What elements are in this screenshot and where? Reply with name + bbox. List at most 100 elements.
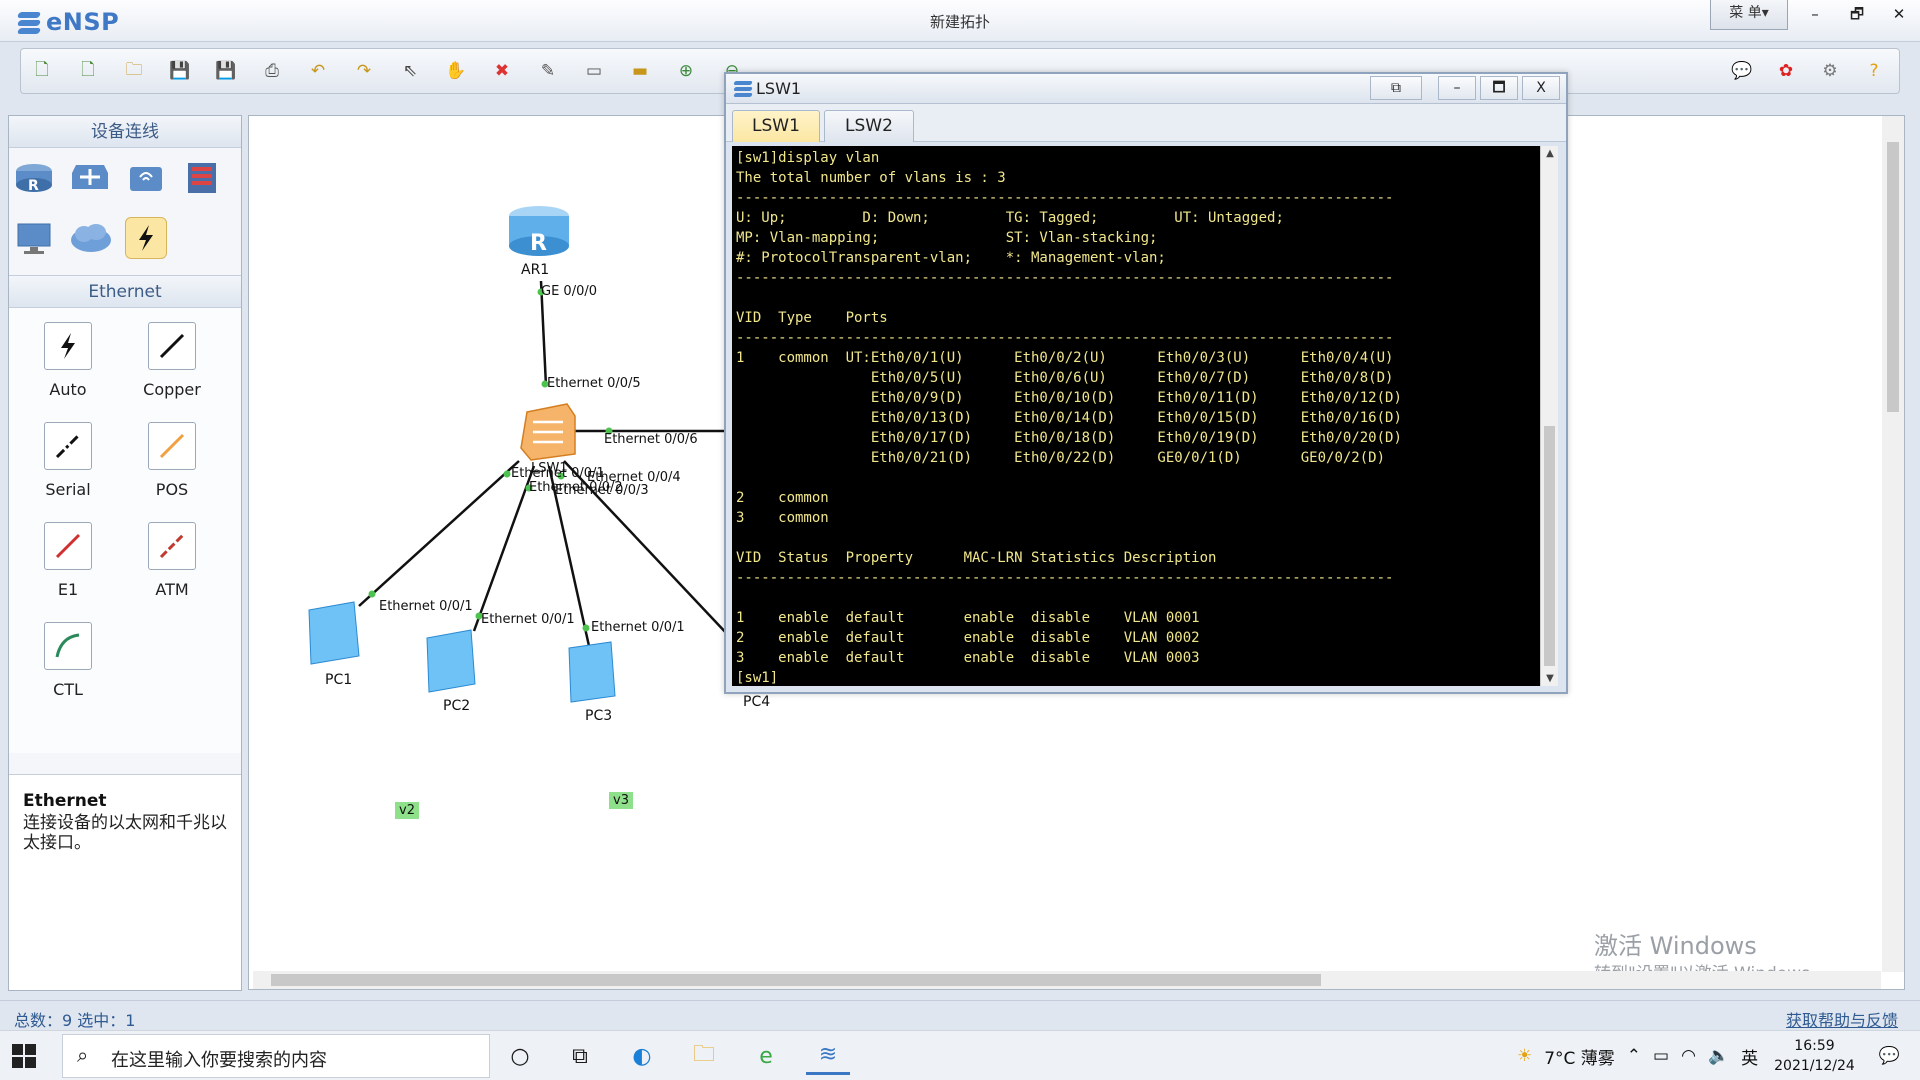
console-restore-layout-button[interactable]: ⧉ [1370, 76, 1422, 100]
console-minimize-button[interactable]: – [1438, 76, 1476, 100]
canvas-horizontal-scrollbar[interactable] [253, 971, 1881, 989]
device-panel: 设备连线 R Ethernet [8, 115, 242, 991]
chevron-up-icon[interactable]: ⌃ [1626, 1046, 1642, 1066]
switch-category-icon[interactable] [69, 156, 111, 198]
info-title: Ethernet [23, 791, 107, 811]
ethernet-header: Ethernet [9, 276, 241, 308]
settings-gear-icon[interactable]: ⚙ [1822, 61, 1838, 81]
cable-atm[interactable]: ATM [127, 522, 217, 599]
undo-icon[interactable]: ↶ [310, 61, 326, 81]
cable-pos[interactable]: POS [127, 422, 217, 499]
pc3-label: PC3 [585, 708, 613, 724]
edge-browser-icon[interactable]: ◐ [632, 1043, 652, 1069]
help-feedback-link[interactable]: 获取帮助与反馈 [1785, 1011, 1898, 1030]
delete-links-icon[interactable]: ✎ [540, 61, 556, 81]
clock[interactable]: 16:59 2021/12/24 [1774, 1036, 1855, 1076]
cable-e1[interactable]: E1 [23, 522, 113, 599]
notification-icon[interactable]: 💬 [1878, 1046, 1900, 1066]
scroll-up-icon[interactable]: ▲ [1546, 148, 1554, 159]
wifi-icon[interactable]: ◠ [1681, 1046, 1696, 1066]
text-note-icon[interactable]: ▭ [585, 61, 603, 81]
pos-cable-icon [148, 422, 196, 470]
console-line: U: Up; D: Down; TG: Tagged; UT: Untagged… [736, 210, 1284, 226]
firewall-category-icon[interactable] [181, 156, 223, 198]
vlan-tag-v3[interactable]: v3 [609, 792, 633, 809]
new-file-icon[interactable]: 🗋 [81, 59, 95, 80]
pc-category-icon[interactable] [13, 217, 55, 259]
print-icon[interactable]: ⎙ [265, 61, 279, 81]
new-topology-icon[interactable]: 🗋 [35, 59, 49, 80]
ime-indicator[interactable]: 英 [1741, 1048, 1759, 1069]
cable-serial[interactable]: Serial [23, 422, 113, 499]
console-line: 3 common [736, 510, 829, 526]
file-explorer-icon[interactable]: 🗀 [692, 1042, 715, 1067]
weather-icon: ☀ [1516, 1046, 1533, 1066]
rectangle-icon[interactable]: ▬ [631, 61, 649, 81]
vlan-tag-v2[interactable]: v2 [395, 802, 419, 819]
console-controls: ⧉ – 🗖 X [1370, 76, 1560, 100]
activation-watermark-title: 激活 Windows [1594, 932, 1757, 960]
select-pointer-icon[interactable]: ⇖ [402, 61, 418, 81]
huawei-icon[interactable]: ✿ [1778, 61, 1794, 81]
console-line: ----------------------------------------… [736, 570, 1394, 586]
cable-ctl[interactable]: CTL [23, 622, 113, 699]
chat-icon[interactable]: 💬 [1731, 61, 1753, 81]
save-as-icon[interactable]: 💾 [215, 61, 237, 81]
save-icon[interactable]: 💾 [169, 61, 191, 81]
console-line: Eth0/0/13(D) Eth0/0/14(D) Eth0/0/15(D) E… [736, 410, 1402, 426]
help-icon[interactable]: ? [1869, 61, 1879, 81]
sw-e6-port-label: Ethernet 0/0/6 [604, 432, 698, 447]
redo-icon[interactable]: ↷ [356, 61, 372, 81]
console-titlebar[interactable]: LSW1 ⧉ – 🗖 X [726, 74, 1566, 104]
ensp-taskbar-icon[interactable]: ≋ [806, 1037, 850, 1075]
canvas-vertical-scrollbar[interactable] [1882, 116, 1904, 972]
cortana-icon[interactable]: ○ [510, 1043, 530, 1069]
zoom-in-icon[interactable]: ⊕ [678, 61, 694, 81]
console-close-button[interactable]: X [1522, 76, 1560, 100]
cloud-category-icon[interactable] [69, 217, 111, 259]
tab-lsw1[interactable]: LSW1 [732, 110, 820, 142]
volume-icon[interactable]: 🔈 [1707, 1046, 1730, 1066]
taskbar-search[interactable]: ⌕ 在这里输入你要搜索的内容 [62, 1034, 490, 1078]
menu-button[interactable]: 菜 单▾ [1710, 0, 1788, 30]
restore-button[interactable]: 🗗 [1849, 5, 1865, 23]
tab-lsw2[interactable]: LSW2 [824, 110, 914, 142]
cable-list: Auto Copper Serial POS E1 ATM [9, 308, 241, 753]
close-button[interactable]: ✕ [1892, 5, 1906, 23]
delete-icon[interactable]: ✖ [494, 61, 510, 81]
svg-text:R: R [28, 178, 39, 194]
cable-category-icon[interactable] [125, 216, 167, 259]
console-scrollbar[interactable]: ▲ ▼ [1540, 146, 1558, 686]
pc-icons [308, 601, 616, 703]
minimize-button[interactable]: – [1811, 5, 1819, 23]
search-placeholder: 在这里输入你要搜索的内容 [111, 1050, 327, 1071]
main-toolbar: 🗋 🗋 🗀 💾 💾 ⎙ ↶ ↷ ⇖ ✋ ✖ ✎ ▭ ▬ ⊕ ⊖ 💬 ✿ ⚙ ? [20, 48, 1900, 94]
ie-browser-icon[interactable]: e [759, 1043, 773, 1069]
weather-text[interactable]: 7°C 薄雾 [1544, 1048, 1615, 1069]
console-line: MP: Vlan-mapping; ST: Vlan-stacking; [736, 230, 1158, 246]
console-line: 1 enable default enable disable VLAN 000… [736, 610, 1200, 626]
pc4-label: PC4 [743, 694, 771, 710]
router-category-icon[interactable]: R [13, 156, 55, 198]
cable-label: CTL [53, 680, 83, 699]
battery-icon[interactable]: ▭ [1653, 1046, 1670, 1066]
console-line: 3 enable default enable disable VLAN 000… [736, 650, 1200, 666]
console-maximize-button[interactable]: 🗖 [1480, 76, 1518, 100]
wireless-category-icon[interactable] [125, 156, 167, 198]
console-tabs: LSW1 LSW2 [726, 104, 1566, 142]
copper-cable-icon [148, 322, 196, 370]
cable-label: POS [155, 480, 189, 499]
hand-drag-icon[interactable]: ✋ [445, 61, 467, 81]
pc1-port-label: Ethernet 0/0/1 [379, 599, 473, 614]
task-view-icon[interactable]: ⧉ [572, 1043, 588, 1069]
windows-start-icon[interactable] [12, 1044, 36, 1068]
cable-copper[interactable]: Copper [127, 322, 217, 399]
window-title: 新建拓扑 [929, 13, 990, 31]
scroll-down-icon[interactable]: ▼ [1546, 673, 1554, 684]
open-icon[interactable]: 🗀 [125, 59, 143, 80]
cable-auto[interactable]: Auto [23, 322, 113, 399]
ar1-router-icon: R [509, 206, 569, 256]
sw-e3-port-label: Ethernet 0/0/3 [555, 483, 649, 498]
